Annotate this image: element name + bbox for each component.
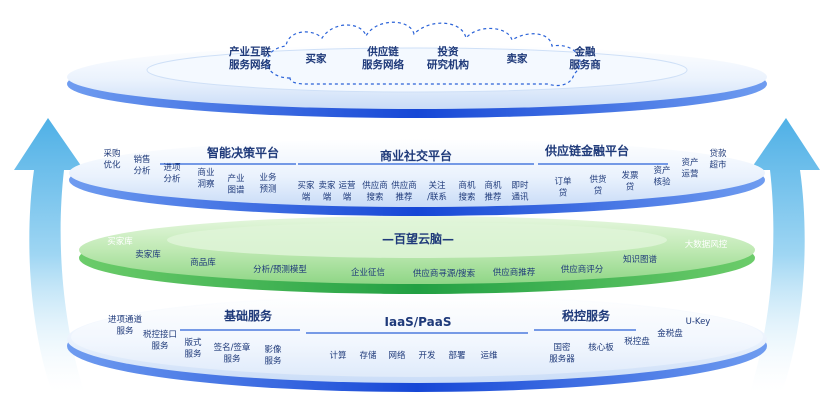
brain-item: 企业征信 bbox=[351, 267, 386, 278]
brain-title: —百望云脑— bbox=[382, 231, 454, 246]
platform-header: 供应链金融平台 bbox=[544, 143, 629, 158]
top-layer-label: 供应链服务网络 bbox=[362, 45, 404, 71]
brain-item: 买家库 bbox=[107, 236, 133, 247]
platform-item: 贷款超市 bbox=[709, 148, 727, 171]
platform-item: 产业图谱 bbox=[227, 173, 245, 196]
base-item: 税控盘 bbox=[624, 336, 650, 347]
platform-item: 供应商搜索 bbox=[362, 180, 388, 203]
platform-header: 商业社交平台 bbox=[380, 148, 452, 163]
right-up-arrow bbox=[750, 118, 820, 392]
platform-item: 资产运营 bbox=[681, 157, 698, 180]
top-layer-label: 投资研究机构 bbox=[427, 45, 469, 71]
brain-item: 供应商评分 bbox=[561, 264, 604, 275]
platform-item: 卖家端 bbox=[318, 180, 336, 203]
base-item: 网络 bbox=[388, 350, 406, 361]
base-item: 签名/签章服务 bbox=[214, 342, 251, 365]
top-layer-label: 产业互联服务网络 bbox=[229, 45, 271, 71]
base-item: 存储 bbox=[359, 350, 377, 361]
top-layer-label: 买家 bbox=[306, 52, 327, 65]
base-item: 国密服务器 bbox=[549, 342, 575, 365]
platform-item: 买家端 bbox=[297, 180, 315, 203]
brain-item: 分析/预测模型 bbox=[253, 264, 307, 275]
brain-item: 知识图谱 bbox=[623, 254, 658, 265]
platform-item: 供应商推荐 bbox=[391, 180, 417, 203]
base-layer-disc bbox=[67, 295, 767, 392]
platform-item: 销售分析 bbox=[133, 154, 151, 177]
top-layer-disc bbox=[67, 45, 767, 118]
platform-item: 发票贷 bbox=[621, 170, 639, 193]
base-item: 影像服务 bbox=[264, 344, 282, 367]
platform-item: 采购优化 bbox=[103, 148, 121, 171]
base-header: 基础服务 bbox=[223, 308, 273, 323]
platform-item: 关注/联系 bbox=[427, 180, 447, 203]
platform-item: 进项分析 bbox=[163, 163, 181, 185]
base-item: 部署 bbox=[448, 350, 466, 361]
base-item: 运维 bbox=[480, 350, 498, 361]
top-layer-label: 金融服务商 bbox=[569, 45, 601, 71]
platform-item: 资产核验 bbox=[653, 165, 671, 188]
base-item: U-Key bbox=[686, 317, 711, 327]
base-item: 金税盘 bbox=[657, 328, 683, 339]
brain-item: 卖家库 bbox=[135, 249, 161, 260]
base-item: 进项通道服务 bbox=[108, 314, 143, 337]
platform-item: 商业洞察 bbox=[197, 167, 215, 190]
base-item: 核心板 bbox=[588, 342, 614, 353]
platform-item: 运营端 bbox=[338, 180, 355, 203]
platform-item: 供货贷 bbox=[589, 174, 607, 197]
brain-item: 供应商寻源/搜索 bbox=[413, 268, 475, 279]
brain-item: 大数据风控 bbox=[685, 239, 728, 250]
platform-item: 即时通讯 bbox=[511, 180, 529, 203]
platform-item: 商机推荐 bbox=[484, 180, 502, 203]
base-item: 版式服务 bbox=[184, 337, 202, 360]
brain-item: 商品库 bbox=[190, 257, 216, 268]
platform-header: 智能决策平台 bbox=[206, 145, 279, 160]
brain-layer-disc bbox=[79, 216, 755, 294]
header-underlines bbox=[160, 163, 668, 334]
base-header: 税控服务 bbox=[562, 308, 611, 323]
base-item: 开发 bbox=[418, 350, 436, 361]
platform-item: 商机搜索 bbox=[458, 180, 476, 203]
platform-item: 业务预测 bbox=[259, 172, 277, 195]
platform-item: 订单贷 bbox=[554, 176, 572, 199]
cloud-outline bbox=[266, 21, 581, 87]
top-layer-label: 卖家 bbox=[507, 52, 528, 65]
platform-layer-disc bbox=[69, 139, 765, 216]
brain-item: 供应商推荐 bbox=[493, 267, 536, 278]
left-up-arrow bbox=[14, 118, 84, 392]
base-item: 计算 bbox=[329, 350, 347, 361]
base-item: 税控接口服务 bbox=[143, 329, 177, 352]
base-header: IaaS/PaaS bbox=[385, 315, 452, 329]
